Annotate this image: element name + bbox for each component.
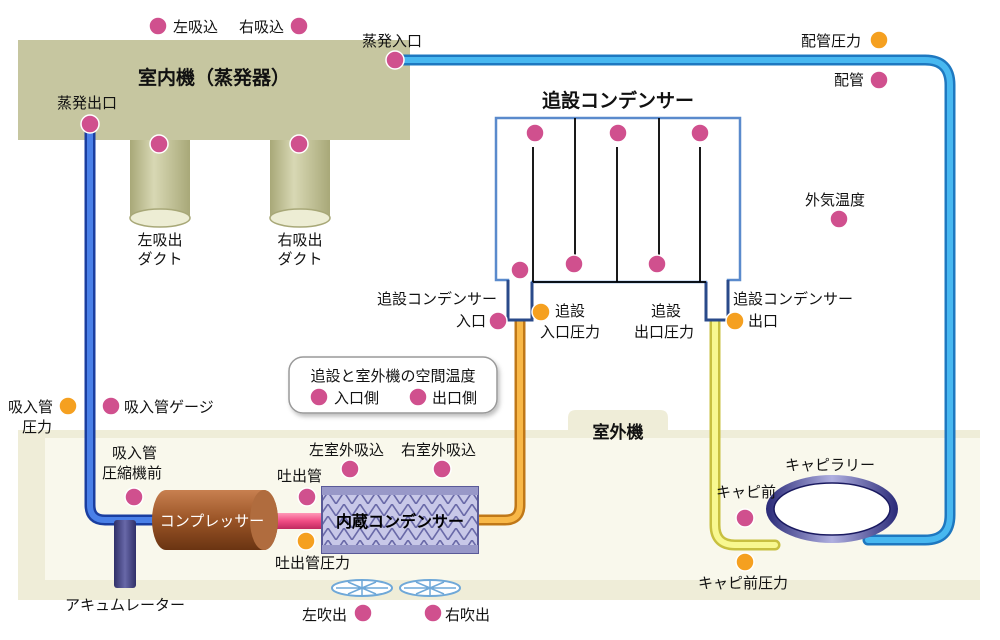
left-intake-label: 左吸込 [173,18,218,36]
space-temp-inlet-label: 入口側 [334,389,379,407]
right-intake-label: 右吸込 [239,18,284,36]
add-outlet-pressure-label-1: 追設 [651,302,681,320]
right-intake-sensor[interactable] [289,16,309,36]
add-cond-sensor-6[interactable] [647,254,667,274]
add-inlet-pressure-sensor[interactable] [531,302,551,322]
indoor-unit: 室内機（蒸発器） [18,40,410,140]
left-blow-label: 左吹出 [302,606,347,624]
add-outlet-pressure-label-2: 出口圧力 [634,323,694,341]
suction-before-comp-sensor[interactable] [124,487,144,507]
add-cond-outlet-label-1: 追設コンデンサー [733,290,853,308]
right-outdoor-intake-sensor[interactable] [432,459,452,479]
add-inlet-pressure-label-1: 追設 [555,302,585,320]
accumulator [114,520,136,588]
left-duct-label-2: ダクト [137,250,182,268]
capillary-label: キャピラリー [785,456,875,474]
discharge-pressure-sensor[interactable] [296,531,316,551]
add-cond-outlet-label-2: 出口 [748,312,778,330]
right-outdoor-intake-label: 右室外吸込 [401,441,476,459]
add-outlet-pressure-sensor[interactable] [725,311,745,331]
refrigerant-pipes [84,54,956,551]
add-cond-sensor-1[interactable] [525,123,545,143]
add-inlet-pressure-label-2: 入口圧力 [540,323,600,341]
sensor-labels: 左吸込 右吸込 蒸発入口 蒸発出口 配管圧力 配管 外気温度 追設コンデンサー … [8,18,865,624]
outside-temp-sensor[interactable] [829,209,849,229]
space-temp-outlet-label: 出口側 [432,389,477,407]
left-duct [129,140,191,228]
discharge-pipe-sensor[interactable] [297,487,317,507]
space-temp-box: 追設と室外機の空間温度 入口側 出口側 [288,356,498,414]
suction-gauge-label: 吸入管ゲージ [124,398,214,416]
suction-pressure-label-2: 圧力 [22,418,52,436]
internal-condenser-label: 内蔵コンデンサー [336,512,464,531]
suction-gauge-sensor[interactable] [101,396,121,416]
suction-pressure-sensor[interactable] [58,396,78,416]
cap-before-sensor[interactable] [735,508,755,528]
evap-outlet-sensor[interactable] [80,114,100,134]
suction-pressure-label-1: 吸入管 [8,398,53,416]
evap-inlet-sensor[interactable] [385,50,405,70]
space-temp-title: 追設と室外機の空間温度 [310,367,475,385]
left-duct-label-1: 左吸出 [137,231,182,249]
indoor-unit-title: 室内機（蒸発器） [138,66,290,89]
space-temp-inlet-sensor[interactable] [309,387,329,407]
cap-before-pressure-sensor[interactable] [735,552,755,572]
add-cond-inlet-sensor[interactable] [488,311,508,331]
pressure-sensors [58,30,889,572]
left-duct-sensor[interactable] [149,134,169,154]
add-cond-sensor-5[interactable] [564,254,584,274]
right-duct-label-1: 右吸出 [277,231,322,249]
compressor: コンプレッサー [152,490,278,550]
outside-temp-label: 外気温度 [805,191,865,209]
add-cond-sensor-3[interactable] [690,123,710,143]
compressor-label: コンプレッサー [160,512,265,530]
left-outdoor-intake-sensor[interactable] [340,459,360,479]
suction-before-comp-label-2: 圧縮機前 [102,464,162,482]
add-cond-sensor-2[interactable] [608,123,628,143]
suction-before-comp-label-1: 吸入管 [112,444,157,462]
additional-condenser: 追設コンデンサー [494,89,742,322]
left-intake-sensor[interactable] [148,16,168,36]
left-outdoor-intake-label: 左室外吸込 [309,441,384,459]
left-blow-fan [331,579,393,597]
additional-condenser-title: 追設コンデンサー [542,89,694,112]
pipe-sensor[interactable] [869,70,889,90]
space-temp-outlet-sensor[interactable] [408,387,428,407]
left-blow-sensor[interactable] [353,603,373,623]
discharge-pressure-label: 吐出管圧力 [275,554,350,572]
add-cond-inlet-label-2: 入口 [456,312,486,330]
right-duct-label-2: ダクト [277,250,322,268]
right-blow-sensor[interactable] [423,603,443,623]
evap-outlet-label: 蒸発出口 [57,94,117,112]
accumulator-label: アキュムレーター [65,596,185,614]
cap-before-label: キャピ前 [716,483,776,501]
right-duct-sensor[interactable] [289,134,309,154]
evap-inlet-label: 蒸発入口 [362,32,422,50]
add-cond-sensor-4[interactable] [510,260,530,280]
pipe-pressure-label: 配管圧力 [801,32,861,50]
pipe-pressure-sensor[interactable] [869,30,889,50]
right-blow-label: 右吹出 [445,606,490,624]
internal-condenser: 内蔵コンデンサー [321,486,479,554]
capillary: キャピラリー [766,456,898,543]
cap-before-pressure-label: キャピ前圧力 [698,574,788,592]
discharge-pipe-label: 吐出管 [277,467,322,485]
outdoor-unit-title: 室外機 [593,422,644,443]
temperature-sensors [80,16,889,623]
add-cond-inlet-label-1: 追設コンデンサー [377,290,497,308]
right-blow-fan [399,579,461,597]
pipe-label: 配管 [834,71,864,89]
